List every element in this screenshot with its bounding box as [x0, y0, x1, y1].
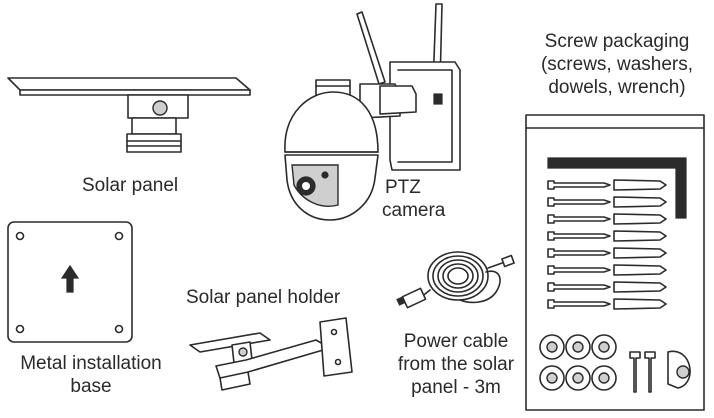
- dowel-icon: [613, 264, 667, 276]
- screw-icon: [547, 197, 611, 207]
- ptz-camera-illustration: [284, 3, 461, 221]
- metal-base-illustration: [7, 221, 133, 343]
- screw-icon: [547, 214, 611, 224]
- solar-panel-holder-label: Solar panel holder: [186, 287, 341, 308]
- screw-packaging-label: Screw packaging (screws, washers, dowels…: [526, 30, 708, 99]
- metal-base-label-line1: Metal installation: [20, 353, 162, 374]
- metal-base-label-line2: base: [70, 376, 112, 397]
- dowel-icon: [613, 179, 667, 191]
- power-cable-label-line2: from the solar: [397, 354, 515, 375]
- screw-icon: [547, 180, 611, 190]
- dowel-icon: [613, 298, 667, 310]
- ptz-camera-label-line2: camera: [382, 200, 446, 221]
- dowel-icon: [613, 230, 667, 242]
- power-cable-label-line3: panel - 3m: [411, 377, 501, 398]
- screw-packaging-label-line2: (screws, washers,: [540, 54, 694, 75]
- solar-panel-illustration: [7, 77, 251, 153]
- screw-icon: [547, 248, 611, 258]
- power-cable-label: Power cable from the solar panel - 3m: [392, 330, 520, 399]
- screw-icon: [547, 265, 611, 275]
- screw-packaging-illustration: [525, 114, 705, 411]
- solar-panel-holder-illustration: [189, 317, 353, 391]
- screw-icon: [547, 231, 611, 241]
- dowel-icon: [613, 213, 667, 225]
- dowel-icon: [613, 247, 667, 259]
- ptz-camera-label-line1: PTZ: [385, 177, 421, 198]
- metal-base-label: Metal installation base: [6, 352, 176, 398]
- power-cable-illustration: [396, 251, 515, 309]
- dowel-icon: [613, 196, 667, 208]
- ptz-camera-label: PTZ camera: [382, 176, 452, 222]
- power-cable-label-line1: Power cable: [403, 331, 509, 352]
- screw-packaging-label-line1: Screw packaging: [544, 31, 690, 52]
- solar-panel-label: Solar panel: [82, 175, 179, 196]
- screw-icon: [547, 282, 611, 292]
- screw-packaging-label-line3: dowels, wrench): [548, 77, 686, 98]
- dowel-icon: [613, 281, 667, 293]
- screw-icon: [547, 299, 611, 309]
